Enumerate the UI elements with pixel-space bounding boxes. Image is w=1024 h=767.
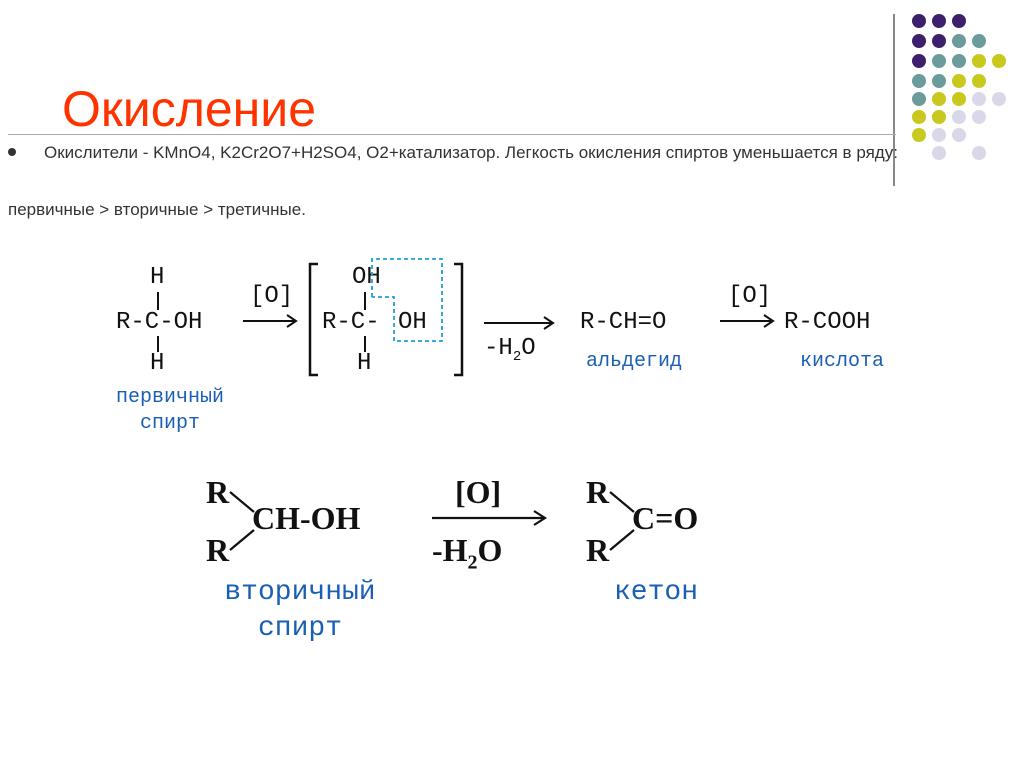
r1-label-primary-2: спирт	[139, 412, 200, 435]
r1-water: -H2O	[484, 337, 536, 364]
r2-r2: R	[206, 532, 230, 568]
r2-bond-lower	[229, 529, 255, 551]
r2-label-secondary-2: спирт	[257, 613, 342, 644]
r2-water-sub: 2	[467, 551, 478, 574]
decor-horizontal-line	[8, 134, 896, 135]
r2-co: C=O	[632, 500, 699, 536]
r1-arrow-2	[484, 316, 555, 330]
bullet-icon	[8, 148, 16, 156]
r2-kr1: R	[586, 474, 610, 510]
r1-dashed-highlight	[371, 258, 443, 342]
r1-oxidant-2: [O]	[728, 283, 772, 310]
series-text: первичные > вторичные > третичные.	[8, 200, 306, 219]
r2-k-bond-upper	[609, 491, 635, 513]
r1-rcoh: R-C-OH	[116, 309, 203, 336]
r1-bond-top	[157, 292, 159, 310]
r1-arrow-3	[720, 314, 775, 328]
r1-label-acid: кислота	[800, 350, 885, 373]
r1-bracket-right	[454, 262, 464, 377]
r1-acid: R-COOH	[784, 309, 871, 336]
r2-water: -H2O	[432, 534, 502, 572]
r1-br-oh2: OH	[398, 309, 427, 336]
r1-water-sub: 2	[512, 348, 522, 365]
r1-water-h: -H	[484, 335, 513, 362]
r1-br-oh: OH	[352, 264, 381, 291]
r1-aldehyde: R-CH=O	[580, 309, 667, 336]
r2-kr2: R	[586, 532, 610, 568]
r1-label-primary-1: первичный	[115, 386, 225, 409]
r2-label-secondary-1: вторичный	[224, 577, 376, 608]
r2-choh: CH-OH	[252, 500, 361, 536]
r1-label-aldehyde: альдегид	[586, 350, 683, 373]
r1-br-h: H	[357, 350, 372, 377]
r1-bond-bottom	[157, 336, 159, 352]
r1-br-bond-bottom	[364, 336, 366, 352]
r1-br-rc: R-C-	[322, 309, 380, 336]
r1-h-top: H	[150, 264, 165, 291]
r2-label-ketone: кетон	[613, 577, 698, 608]
r1-oxidant: [O]	[250, 283, 294, 310]
r1-h-bottom: H	[150, 350, 165, 377]
r2-r1: R	[206, 474, 230, 510]
r2-water-h: -H	[432, 532, 468, 568]
decor-vertical-line	[893, 14, 895, 186]
r2-arrow	[432, 510, 548, 526]
r1-water-o: O	[521, 335, 536, 362]
r1-br-bond-top	[364, 292, 366, 310]
r2-k-bond-lower	[609, 529, 635, 551]
slide-title: Окисление	[62, 81, 317, 137]
r2-oxidant: [O]	[455, 474, 502, 510]
r1-bracket-left	[308, 262, 318, 377]
r2-bond-upper	[229, 491, 255, 513]
r2-water-o: O	[477, 532, 503, 568]
bullet-text: Окислители - KMnO4, K2Cr2O7+H2SO4, O2+ка…	[44, 143, 898, 162]
r1-arrow-1	[243, 314, 298, 328]
